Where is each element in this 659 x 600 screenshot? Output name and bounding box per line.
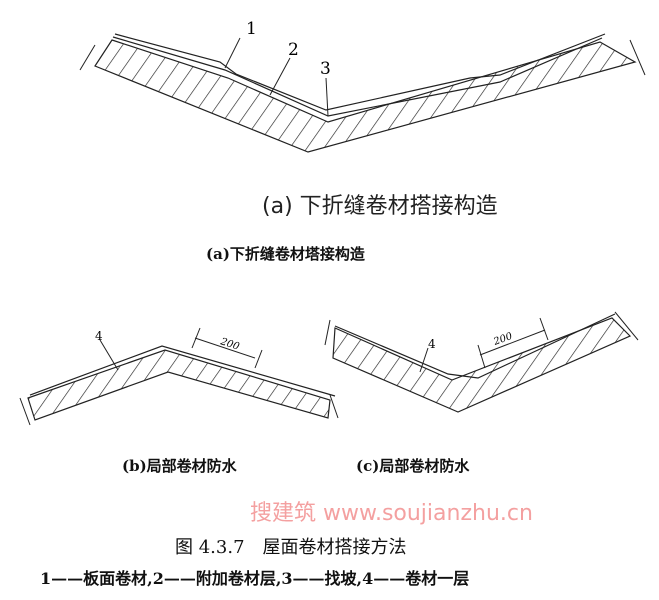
label-2: 2 (288, 40, 299, 60)
watermark: 搜建筑 www.soujianzhu.cn (250, 501, 533, 526)
slab-b (27, 349, 331, 421)
caption-b: (b)局部卷材防水 (122, 457, 237, 475)
diagram-b: 200 4 (19, 327, 339, 426)
dimension-line-b (194, 337, 256, 359)
slab-a (94, 39, 637, 153)
legend: 1——板面卷材,2——附加卷材层,3——找坡,4——卷材一层 (40, 569, 470, 588)
membrane-c (334, 313, 616, 379)
label-4-b: 4 (95, 329, 103, 343)
label-1: 1 (246, 19, 257, 39)
slab-c (332, 317, 632, 413)
diagram-c: 200 4 (324, 311, 639, 413)
diagram-a: 1 2 3 (79, 19, 646, 153)
membrane-b (29, 345, 336, 397)
figure-title: 图 4.3.7 屋面卷材搭接方法 (175, 537, 407, 558)
label-3: 3 (320, 59, 331, 79)
caption-c: (c)局部卷材防水 (356, 457, 470, 475)
leader-1 (224, 37, 241, 69)
caption-a-large: (a) 下折缝卷材搭接构造 (262, 194, 498, 219)
dimension-b: 200 (218, 336, 241, 353)
leader-3 (325, 77, 329, 117)
membrane-layer-1 (114, 33, 606, 111)
leader-2 (269, 57, 291, 96)
label-4-c: 4 (428, 337, 436, 351)
dimension-c: 200 (491, 331, 514, 348)
caption-a-small: (a)下折缝卷材塔接构造 (206, 245, 365, 263)
dimension-line-c (479, 329, 546, 356)
